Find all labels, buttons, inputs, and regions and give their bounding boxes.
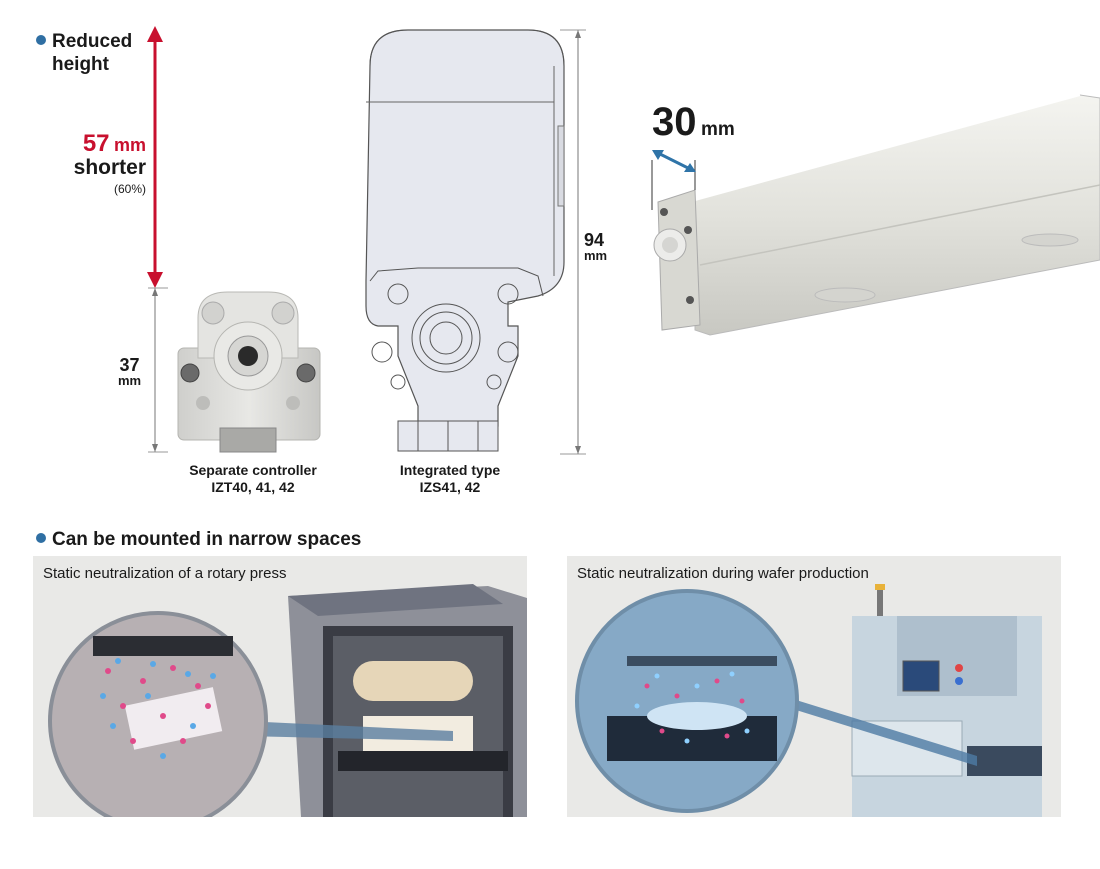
separate-controller-image — [177, 291, 321, 453]
narrow-spaces-heading-text: Can be mounted in narrow spaces — [52, 529, 362, 550]
small-dimension-line — [148, 287, 168, 453]
width-value: 30 — [652, 100, 697, 144]
separate-label-line2: IZT40, 41, 42 — [211, 479, 295, 495]
height-reduction-arrow — [147, 26, 163, 288]
wafer-production-panel: Static neutralization during wafer produ… — [567, 556, 1061, 817]
bullet-icon — [36, 34, 46, 45]
heading-line1: Reduced — [52, 31, 133, 52]
separate-controller-label: Separate controller IZT40, 41, 42 — [178, 462, 328, 496]
ionizer-bar-image — [651, 94, 1100, 336]
rotary-press-illustration — [48, 584, 527, 817]
integrated-label-line2: IZS41, 42 — [419, 479, 481, 495]
large-dim-value: 94 — [584, 230, 605, 250]
integrated-label-line1: Integrated type — [399, 462, 501, 478]
rotary-press-caption: Static neutralization of a rotary press — [43, 565, 287, 582]
small-dim-value: 37 — [119, 355, 140, 375]
small-dim-unit: mm — [118, 373, 142, 388]
width-unit: mm — [700, 119, 735, 140]
reduction-unit: mm — [113, 135, 146, 155]
width-dimension-label: 30 mm — [652, 100, 735, 145]
wafer-production-caption: Static neutralization during wafer produ… — [577, 565, 869, 582]
integrated-type-label: Integrated type IZS41, 42 — [372, 462, 528, 496]
heading-line2: height — [52, 54, 109, 75]
reduction-percent: (60%) — [113, 182, 146, 196]
wafer-production-illustration — [575, 584, 1042, 817]
separate-label-line1: Separate controller — [189, 462, 317, 478]
large-dim-unit: mm — [584, 248, 608, 263]
large-dimension-label: 94 mm — [584, 230, 608, 264]
reduction-word: shorter — [73, 156, 146, 179]
reduced-height-heading: Reduced height — [36, 30, 132, 76]
integrated-type-drawing — [365, 29, 565, 452]
rotary-press-panel: Static neutralization of a rotary press — [33, 556, 527, 817]
large-dimension-line — [560, 29, 586, 455]
small-dimension-label: 37 mm — [118, 355, 142, 389]
narrow-spaces-heading: Can be mounted in narrow spaces — [36, 528, 361, 551]
reduction-text: 57 mm shorter (60%) — [60, 130, 146, 196]
reduction-value: 57 — [82, 130, 110, 157]
bullet-icon-2 — [36, 532, 46, 543]
